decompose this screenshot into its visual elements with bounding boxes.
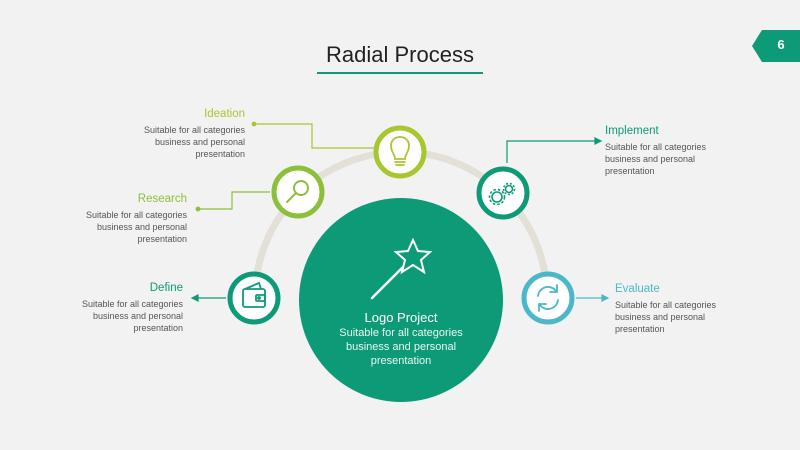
gears-icon bbox=[488, 182, 516, 206]
connector-implement bbox=[506, 137, 603, 163]
node-ideation bbox=[373, 125, 427, 179]
magic-wand-icon bbox=[370, 237, 433, 300]
center-description: Suitable for all categories business and… bbox=[339, 327, 463, 367]
desc-line: business and personal bbox=[605, 154, 696, 164]
step-title-evaluate: Evaluate bbox=[615, 283, 660, 295]
connector-define bbox=[190, 294, 226, 302]
connector-ideation bbox=[251, 121, 375, 149]
center-title: Logo Project bbox=[364, 310, 438, 325]
refresh-icon bbox=[537, 284, 559, 312]
node-research bbox=[271, 165, 325, 219]
step-title-ideation: Ideation bbox=[204, 108, 245, 120]
step-desc-ideation: Suitable for all categories business and… bbox=[120, 124, 245, 160]
desc-line: Suitable for all categories bbox=[81, 299, 183, 309]
desc-line: Suitable for all categories bbox=[143, 125, 245, 135]
desc-line: presentation bbox=[615, 324, 665, 334]
title-underline bbox=[317, 72, 483, 74]
desc-line: presentation bbox=[133, 323, 183, 333]
connector-research bbox=[195, 191, 270, 212]
desc-line: business and personal bbox=[615, 312, 706, 322]
center-circle bbox=[299, 198, 503, 402]
magnifier-icon bbox=[286, 180, 309, 203]
step-desc-evaluate: Suitable for all categories business and… bbox=[615, 299, 740, 335]
desc-line: Suitable for all categories bbox=[615, 300, 717, 310]
node-evaluate bbox=[521, 271, 575, 325]
step-title-implement: Implement bbox=[605, 125, 659, 137]
lightbulb-icon bbox=[390, 136, 410, 166]
step-desc-research: Suitable for all categories business and… bbox=[62, 209, 187, 245]
desc-line: business and personal bbox=[96, 222, 187, 232]
desc-line: Suitable for all categories bbox=[605, 142, 707, 152]
node-define bbox=[227, 271, 281, 325]
desc-line: presentation bbox=[137, 234, 187, 244]
step-title-define: Define bbox=[149, 282, 183, 294]
node-implement bbox=[476, 166, 530, 220]
page-number: 6 bbox=[777, 37, 785, 52]
step-desc-implement: Suitable for all categories business and… bbox=[605, 141, 730, 177]
desc-line: business and personal bbox=[154, 137, 245, 147]
step-desc-define: Suitable for all categories business and… bbox=[58, 298, 183, 334]
step-title-research: Research bbox=[137, 193, 187, 205]
desc-line: Suitable for all categories bbox=[85, 210, 187, 220]
desc-line: presentation bbox=[195, 149, 245, 159]
wallet-icon bbox=[242, 281, 266, 308]
desc-line: presentation bbox=[605, 166, 655, 176]
connector-evaluate bbox=[576, 294, 610, 302]
desc-line: business and personal bbox=[92, 311, 183, 321]
slide-title: Radial Process bbox=[326, 42, 474, 67]
page-tag-shape bbox=[752, 30, 800, 62]
